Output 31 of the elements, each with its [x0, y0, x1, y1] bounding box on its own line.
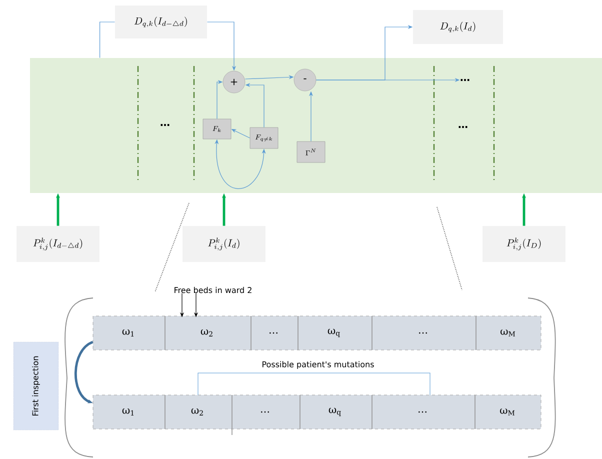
table-cell: ω$_{2}$ [191, 408, 203, 416]
annotation-text: Free beds in ward 2 [174, 286, 252, 294]
cell-row [92, 316, 542, 350]
ellipsis: … [160, 124, 170, 126]
table-cell: ω$_{M}$ [500, 408, 515, 416]
formula-box: $P_{i,j}^{k}(I_d)$ [182, 226, 266, 262]
formula-box: $D_{q,k}(I_d)$ [413, 10, 503, 44]
table-cell: … [261, 411, 269, 413]
ellipsis: … [460, 79, 470, 81]
formula-box: $P_{i,j}^{k}(I_{d-\triangle d})$ [16, 226, 100, 262]
operator-box: $F_k$ [202, 118, 232, 140]
inspection-box: First inspection [13, 342, 59, 430]
operator-box: $F_{q\neq k}$ [250, 127, 278, 149]
cell-row [92, 394, 542, 430]
ellipsis: … [458, 126, 468, 128]
arrow [74, 340, 94, 404]
process-band [30, 58, 602, 193]
table-cell: … [270, 332, 278, 334]
operator-box: $\Gamma^N$ [296, 141, 326, 163]
table-cell: ω$_{1}$ [122, 408, 134, 416]
arrow [100, 22, 116, 58]
table-cell: ω$_{q}$ [328, 328, 340, 338]
table-cell: … [418, 411, 426, 413]
table-cell: ω$_{2}$ [200, 330, 212, 336]
table-cell: … [419, 332, 427, 334]
table-cell: ω$_{M}$ [500, 330, 516, 336]
formula-box: $D_{q,k}(I_{d-\triangle d})$ [115, 6, 207, 38]
formula-box: $P_{i,j}^{k}(I_D)$ [482, 226, 566, 262]
table-cell: ω$_{q}$ [328, 408, 341, 416]
bracket-label: Possible patient's mutations [262, 361, 374, 369]
table-cell: ω$_{1}$ [122, 330, 134, 336]
